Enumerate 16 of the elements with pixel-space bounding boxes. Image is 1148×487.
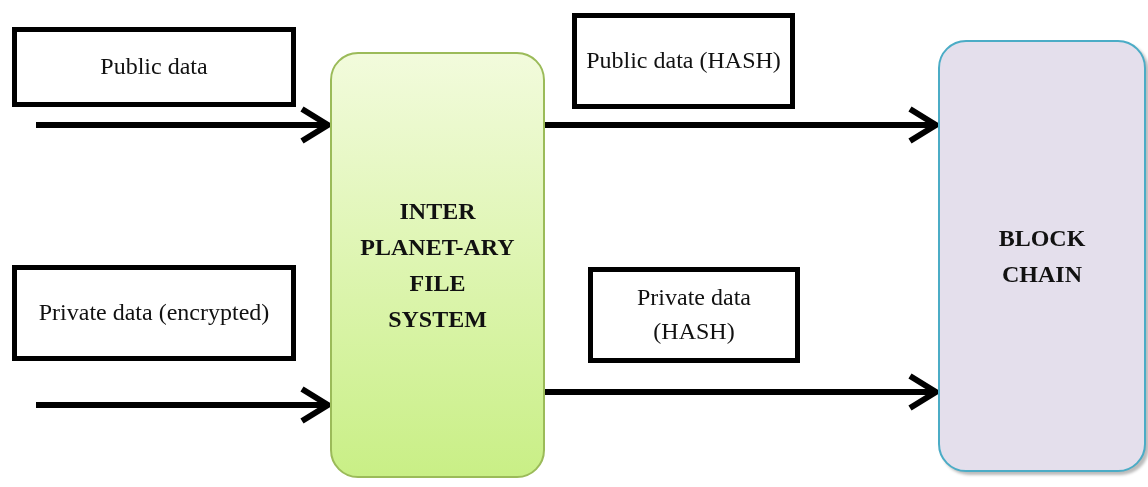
node-label: Private data (encrypted) [37, 298, 271, 328]
arrow [36, 386, 331, 424]
arrow [545, 373, 939, 411]
label-box [12, 265, 296, 361]
node-label: Private data (HASH) [636, 283, 752, 346]
node-label: INTER PLANET-ARY FILE SYSTEM [359, 197, 516, 334]
arrow [36, 106, 331, 144]
node-label: BLOCK CHAIN [997, 224, 1087, 289]
label-box [12, 27, 296, 107]
node-label: Public data (HASH) [585, 46, 782, 76]
arrow [545, 106, 939, 144]
process-box [330, 52, 545, 478]
process-box [938, 40, 1146, 472]
label-box [588, 267, 800, 363]
node-label: Public data [99, 52, 209, 82]
label-box [572, 13, 795, 109]
